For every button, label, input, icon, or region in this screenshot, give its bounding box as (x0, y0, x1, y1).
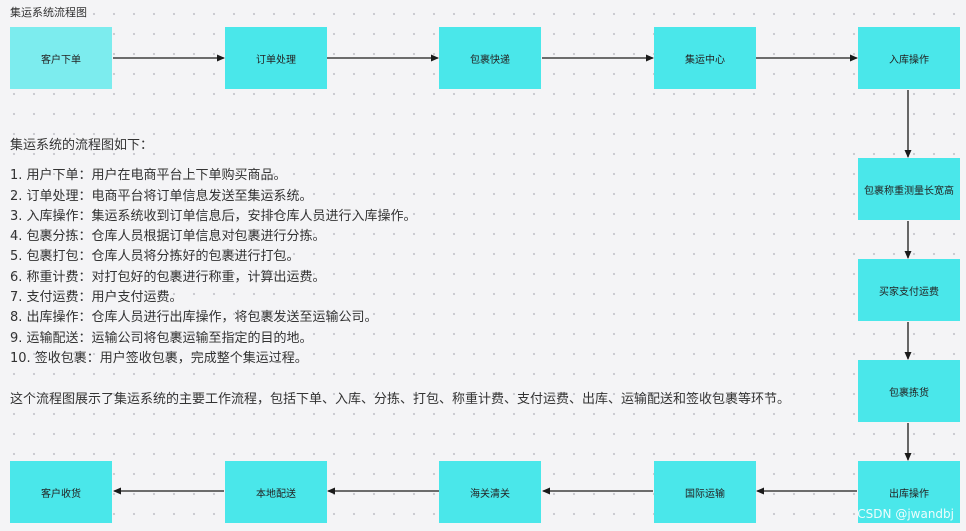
node-customer-order: 客户下单 (10, 27, 112, 89)
description-summary: 这个流程图展示了集运系统的主要工作流程，包括下单、入库、分拣、打包、称重计费、支… (10, 392, 791, 408)
description-heading: 集运系统的流程图如下： (10, 138, 154, 153)
step-4: 4. 包裹分拣：仓库人员根据订单信息对包裹进行分拣。 (10, 229, 326, 245)
node-local-delivery: 本地配送 (225, 461, 327, 523)
diagram-title: 集运系统流程图 (10, 6, 87, 19)
watermark: CSDN @jwandbj (857, 507, 954, 521)
node-order-processing: 订单处理 (225, 27, 327, 89)
node-outbound-operation: 出库操作 (858, 461, 960, 523)
process-description: 集运系统的流程图如下： 1. 用户下单：用户在电商平台上下单购买商品。 2. 订… (10, 136, 850, 411)
step-3: 3. 入库操作：集运系统收到订单信息后，安排仓库人员进行入库操作。 (10, 208, 417, 224)
node-parcel-courier: 包裹快递 (439, 27, 541, 89)
step-9: 9. 运输配送：运输公司将包裹运输至指定的目的地。 (10, 330, 313, 346)
step-8: 8. 出库操作：仓库人员进行出库操作，将包裹发送至运输公司。 (10, 310, 378, 326)
node-parcel-picking: 包裹拣货 (858, 360, 960, 422)
node-inbound-operation: 入库操作 (858, 27, 960, 89)
step-2: 2. 订单处理：电商平台将订单信息发送至集运系统。 (10, 188, 313, 204)
step-7: 7. 支付运费：用户支付运费。 (10, 290, 183, 306)
node-international-shipping: 国际运输 (654, 461, 756, 523)
node-customs-clearance: 海关清关 (439, 461, 541, 523)
node-consolidation-center: 集运中心 (654, 27, 756, 89)
node-weigh-measure: 包裹称重测量长宽高 (858, 158, 960, 220)
step-6: 6. 称重计费：对打包好的包裹进行称重，计算出运费。 (10, 269, 326, 285)
step-1: 1. 用户下单：用户在电商平台上下单购买商品。 (10, 168, 287, 184)
node-buyer-pays-shipping: 买家支付运费 (858, 259, 960, 321)
step-10: 10. 签收包裹：用户签收包裹，完成整个集运过程。 (10, 350, 308, 366)
node-customer-receipt: 客户收货 (10, 461, 112, 523)
step-5: 5. 包裹打包：仓库人员将分拣好的包裹进行打包。 (10, 249, 300, 265)
